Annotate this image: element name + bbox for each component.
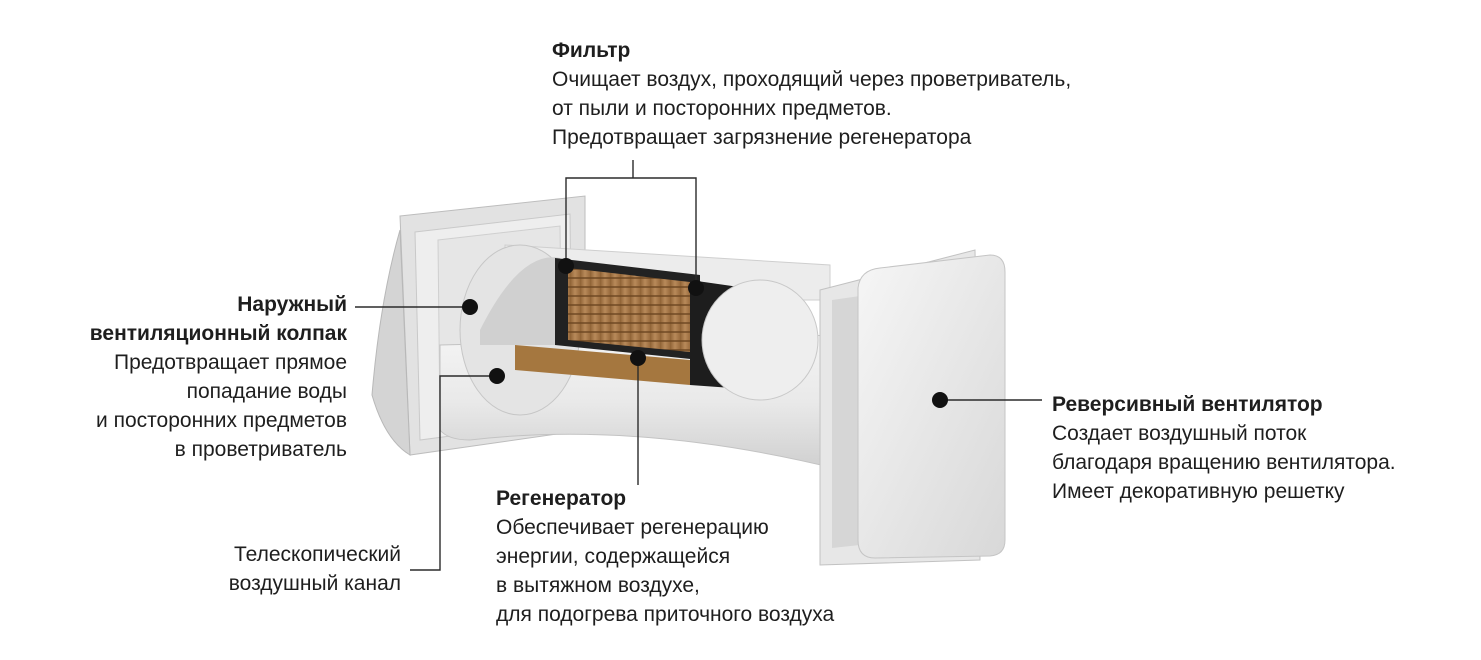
regenerator-callout: Регенератор Обеспечивает регенерацию эне… [496,484,834,629]
duct-description: Телескопический воздушный канал [228,543,401,595]
filter-title: Фильтр [552,39,631,62]
regenerator-title: Регенератор [496,487,627,510]
pointer-dots [462,258,948,408]
regenerator-dot [630,350,646,366]
hood-description: Предотвращает прямое попадание воды и по… [96,351,347,461]
hood-title: Наружный вентиляционный колпак [89,293,347,345]
regenerator-description: Обеспечивает регенерацию энергии, содерж… [496,516,835,626]
duct-dot [489,368,505,384]
duct-callout: Телескопический воздушный канал [229,540,401,598]
fan-title: Реверсивный вентилятор [1052,393,1323,416]
fan-callout: Реверсивный вентилятор Создает воздушный… [1052,390,1396,506]
leader-lines [355,160,1042,571]
filter-dot-left [558,258,574,274]
filter-dot-right [688,280,704,296]
hood-callout: Наружный вентиляционный колпак Предотвра… [90,290,347,464]
hood-dot [462,299,478,315]
filter-callout: Фильтр Очищает воздух, проходящий через … [552,36,1071,152]
filter-description: Очищает воздух, проходящий через проветр… [552,68,1072,149]
tube-end [701,279,819,401]
fan-dot [932,392,948,408]
fan-description: Создает воздушный поток благодаря вращен… [1052,422,1396,503]
fan-panel [819,249,1006,566]
